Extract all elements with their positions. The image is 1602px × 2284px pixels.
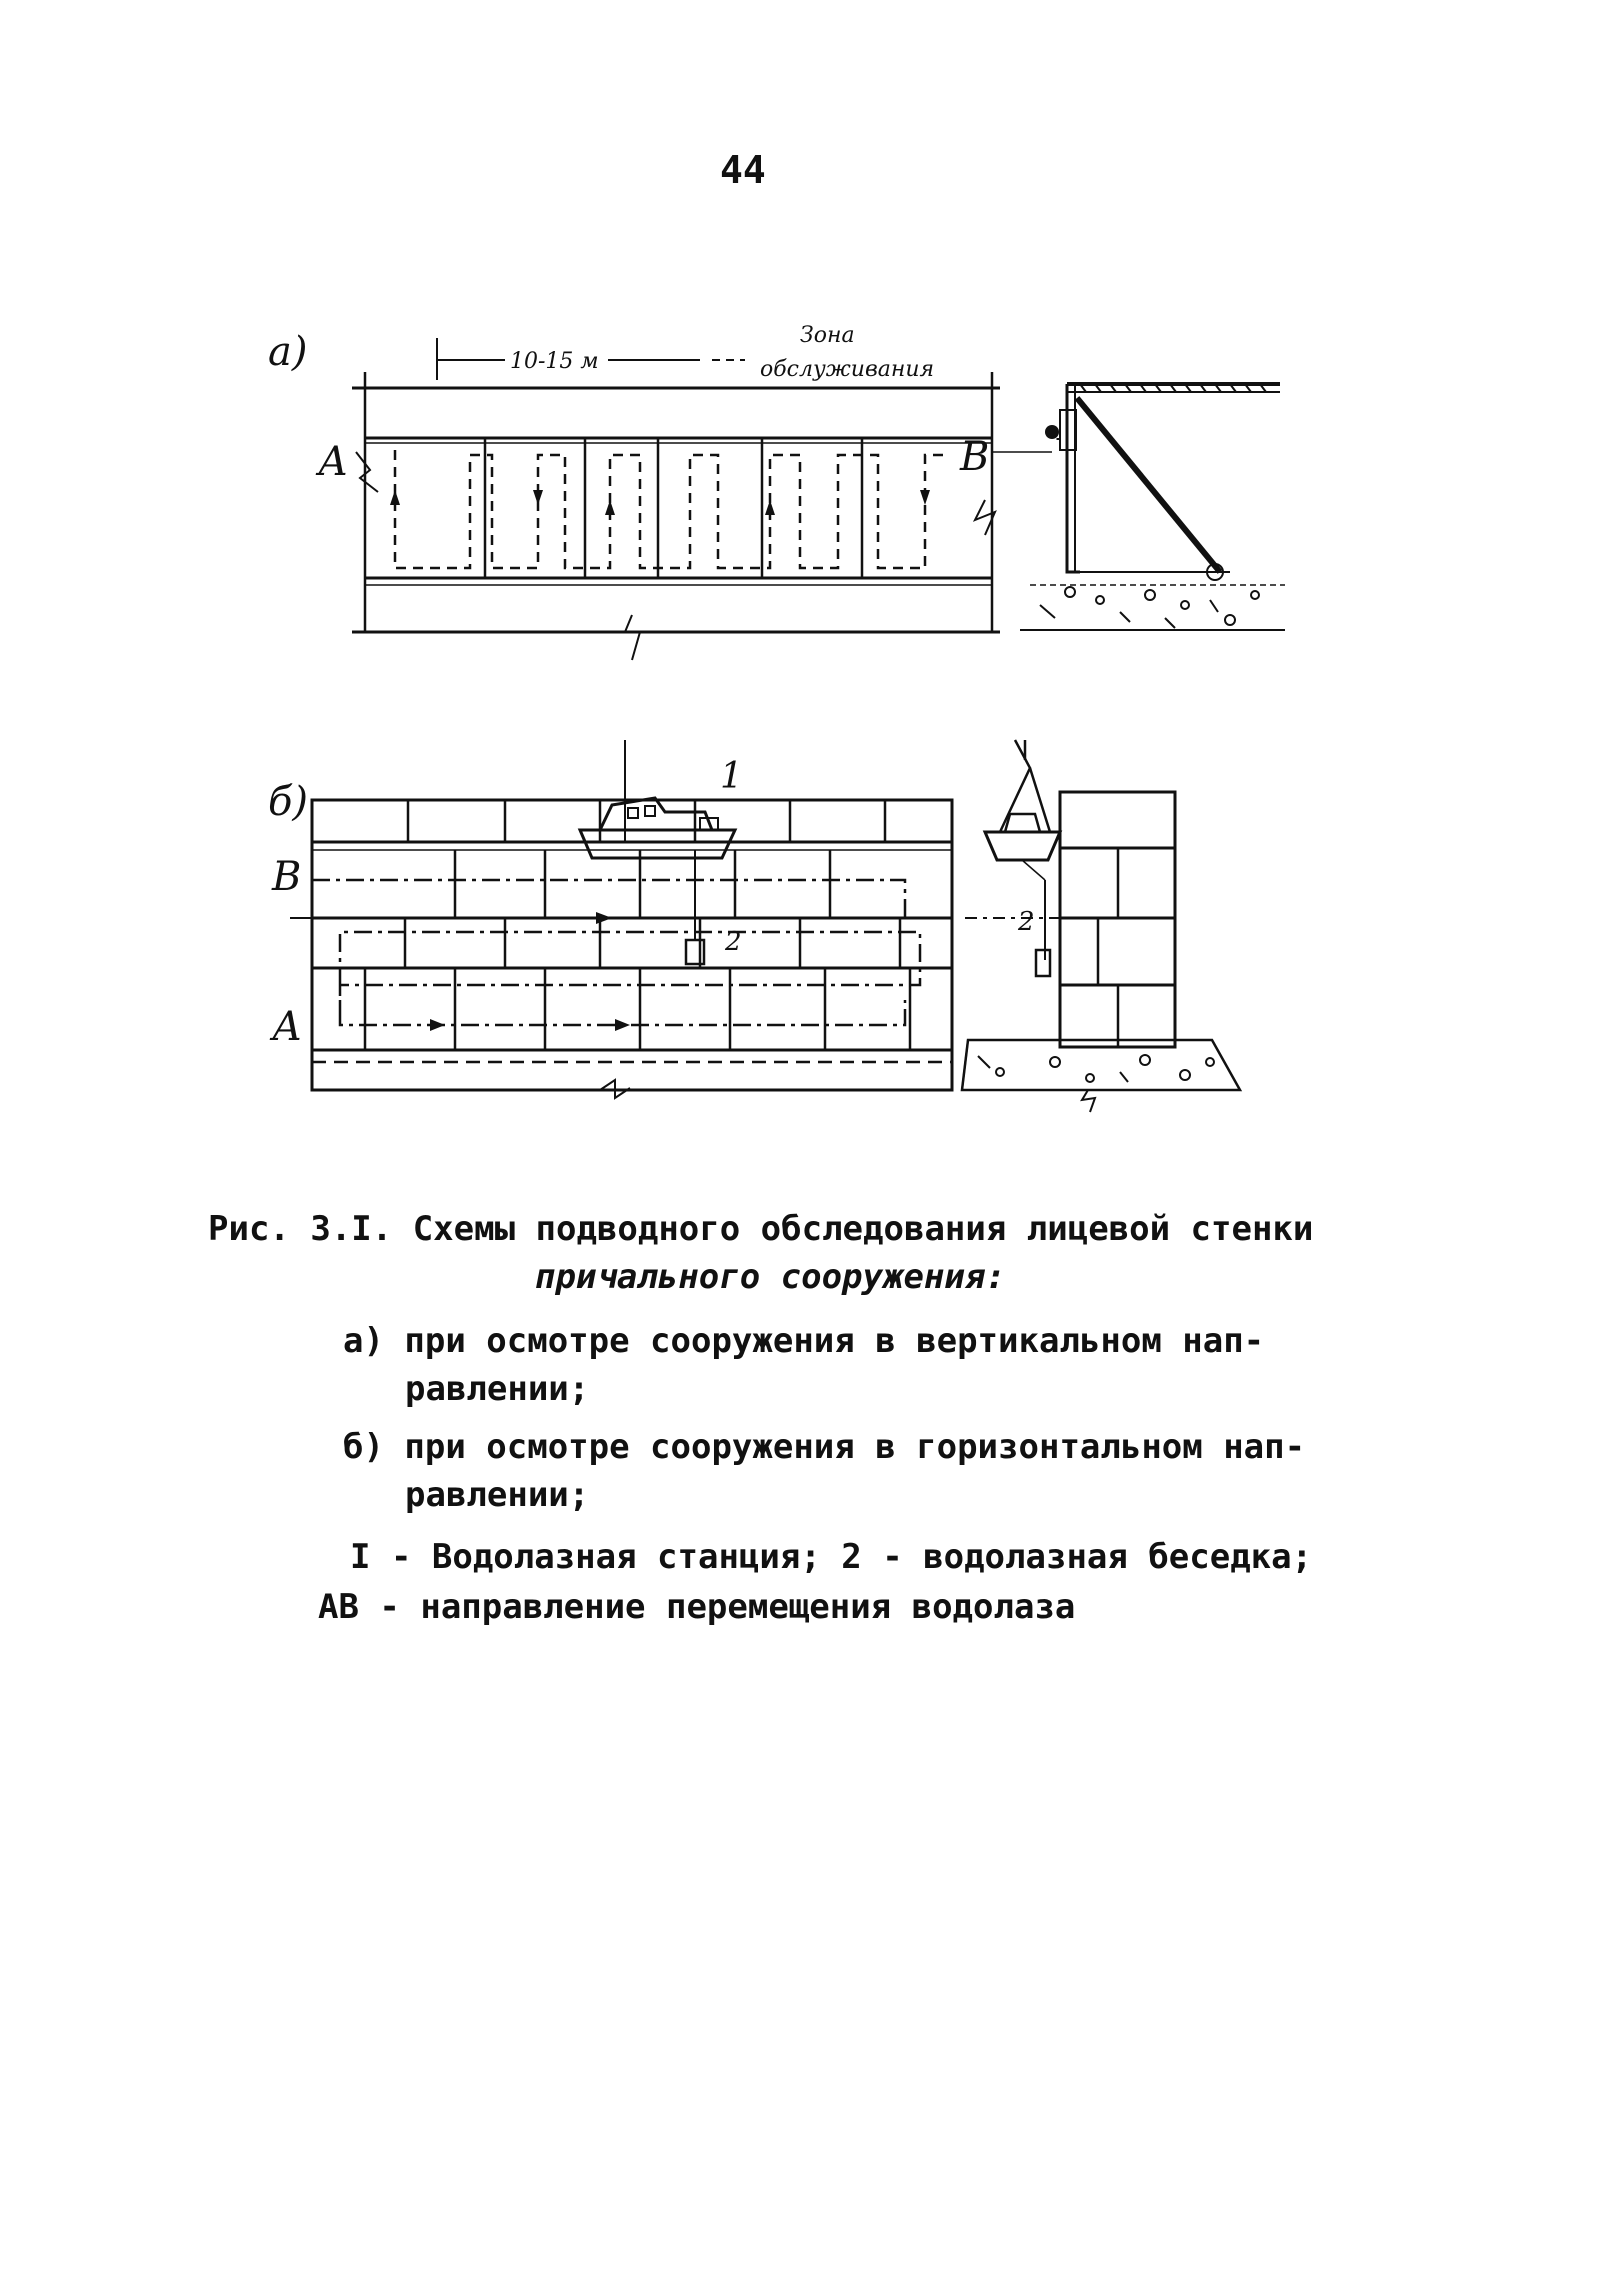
caption-legend-line1: I - Водолазная станция; 2 - водолазная б… — [350, 1533, 1312, 1581]
zone-label-2: обслуживания — [760, 357, 934, 382]
figure-a: а) 10-15 м Зона обслуживания — [268, 323, 1285, 660]
caption-title-line2: причального сооружения: — [535, 1253, 1006, 1301]
caption-title-line1: Рис. 3.I. Схемы подводного обследования … — [208, 1205, 1313, 1253]
caption-item-a-line1: а) при осмотре сооружения в вертикальном… — [343, 1317, 1264, 1365]
dimension-label: 10-15 м — [510, 349, 599, 374]
marker-2-label: 2 — [724, 927, 742, 957]
marker-1-label: 1 — [720, 756, 743, 797]
caption-item-b-line2: равлении; — [405, 1471, 589, 1519]
figure-b: б) 1 — [268, 740, 1240, 1112]
caption-item-b-line1: б) при осмотре сооружения в горизонтальн… — [343, 1423, 1305, 1471]
marker-2-side-label: 2 — [1017, 907, 1035, 937]
point-b-label-b: В — [271, 854, 301, 900]
point-b-label: В — [959, 434, 989, 480]
caption-item-a-line2: равлении; — [405, 1365, 589, 1413]
figure-b-label: б) — [268, 779, 308, 825]
caption-legend-line2: АВ - направление перемещения водолаза — [318, 1583, 1075, 1631]
point-a-label-b: А — [269, 1004, 302, 1050]
figure-a-label: а) — [268, 329, 307, 375]
point-a-label: А — [315, 439, 348, 485]
zone-label-1: Зона — [800, 323, 855, 348]
figure-drawing: а) 10-15 м Зона обслуживания — [0, 0, 1602, 1200]
